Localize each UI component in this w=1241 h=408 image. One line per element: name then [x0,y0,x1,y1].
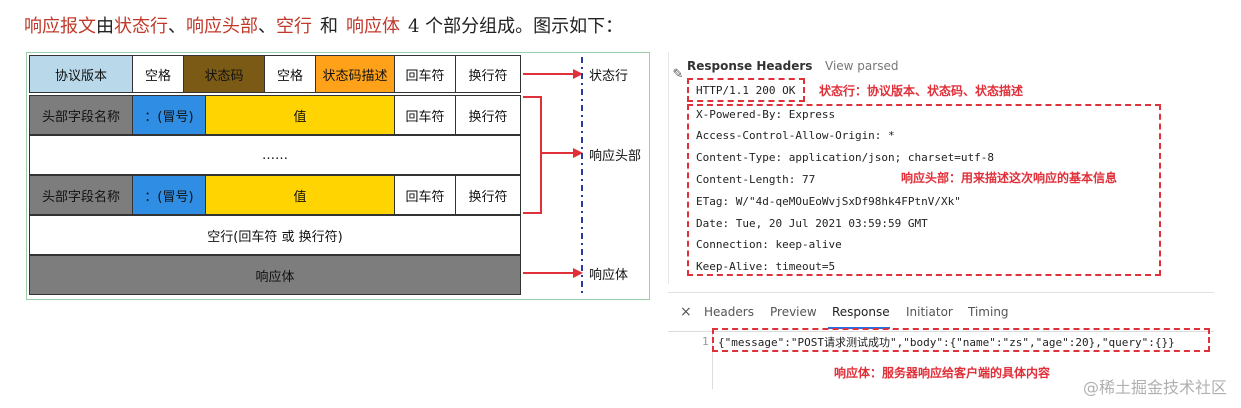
header-line: Access-Control-Allow-Origin: * [696,129,895,142]
headers-highlight [687,104,1161,276]
close-icon[interactable]: × [680,304,692,320]
body-annotation: 响应体：服务器响应给客户端的具体内容 [834,366,1051,380]
cell-cr: 回车符 [394,175,456,215]
cell-status-code: 状态码 [183,55,265,93]
view-parsed-link[interactable]: View parsed [825,59,899,73]
intro-empty-line: 空行 [276,16,312,37]
tab-timing[interactable]: Timing [968,305,1009,319]
intro-and: 和 [320,16,338,37]
line-gutter [712,331,713,389]
cell-cr: 回车符 [394,95,456,135]
cell-status-desc: 状态码描述 [315,55,395,93]
status-line-annotation: 状态行：协议版本、状态码、状态描述 [819,84,1024,98]
cell-colon: ：(冒号) [132,95,206,135]
cell-lf: 换行符 [455,55,521,93]
body-highlight [712,328,1210,352]
header-line: X-Powered-By: Express [696,108,836,121]
intro-status-line: 状态行 [114,16,168,37]
intro-sep: 、 [168,16,186,37]
line-number: 1 [702,335,709,348]
cell-lf: 换行符 [455,175,521,215]
response-headers-title: Response Headers [687,59,813,73]
header-line: Date: Tue, 20 Jul 2021 03:59:59 GMT [696,217,928,230]
header-line: Connection: keep-alive [696,238,842,251]
tab-response[interactable]: Response [832,305,890,319]
diagram-arrows [523,57,583,295]
intro-response-message: 响应报文 [24,16,96,37]
header-line: ETag: W/"4d-qeMOuEoWvjSxDf98hk4FPtnV/Xk" [696,195,961,208]
label-body: 响应体 [589,268,629,283]
watermark: @稀土掘金技术社区 [1082,378,1227,397]
intro-headers: 响应头部 [186,16,258,37]
response-headers-panel: ✎ Response Headers View parsed HTTP/1.1 … [668,52,1161,284]
devtools-tab-bar: × Headers Preview Response Initiator Tim… [668,293,1214,332]
tab-headers[interactable]: Headers [704,305,754,319]
cell-space: 空格 [132,55,184,93]
cell-header-name: 头部字段名称 [29,175,133,215]
intro-word: 由 [96,16,114,37]
cell-header-name: 头部字段名称 [29,95,133,135]
cell-value: 值 [205,95,395,135]
cell-response-body: 响应体 [29,255,521,295]
cell-protocol-version: 协议版本 [29,55,133,93]
cell-ellipsis: …… [29,135,521,175]
intro-sep: 、 [258,16,276,37]
header-line: Content-Type: application/json; charset=… [696,151,995,164]
tab-initiator[interactable]: Initiator [906,305,953,319]
cell-value: 值 [205,175,395,215]
pencil-icon[interactable]: ✎ [672,67,684,82]
label-headers: 响应头部 [589,149,642,164]
header-line: Content-Length: 77 [696,173,816,186]
cell-lf: 换行符 [455,95,521,135]
tab-preview[interactable]: Preview [770,305,817,319]
status-line-highlight [687,78,805,102]
intro-body: 响应体 [346,16,400,37]
cell-cr: 回车符 [394,55,456,93]
cell-empty-line: 空行(回车符 或 换行符) [29,215,521,255]
response-structure-diagram: 协议版本 空格 状态码 空格 状态码描述 回车符 换行符 头部字段名称 ：(冒号… [26,52,650,300]
status-line-text: HTTP/1.1 200 OK [696,84,796,97]
intro-tail: 4 个部分组成。图示如下： [408,16,624,37]
response-body-json: {"message":"POST请求测试成功","body":{"name":"… [718,336,1175,349]
response-body-panel: × Headers Preview Response Initiator Tim… [668,292,1214,389]
label-status-line: 状态行 [589,69,629,84]
header-line: Keep-Alive: timeout=5 [696,260,836,273]
headers-annotation: 响应头部：用来描述这次响应的基本信息 [901,171,1118,185]
